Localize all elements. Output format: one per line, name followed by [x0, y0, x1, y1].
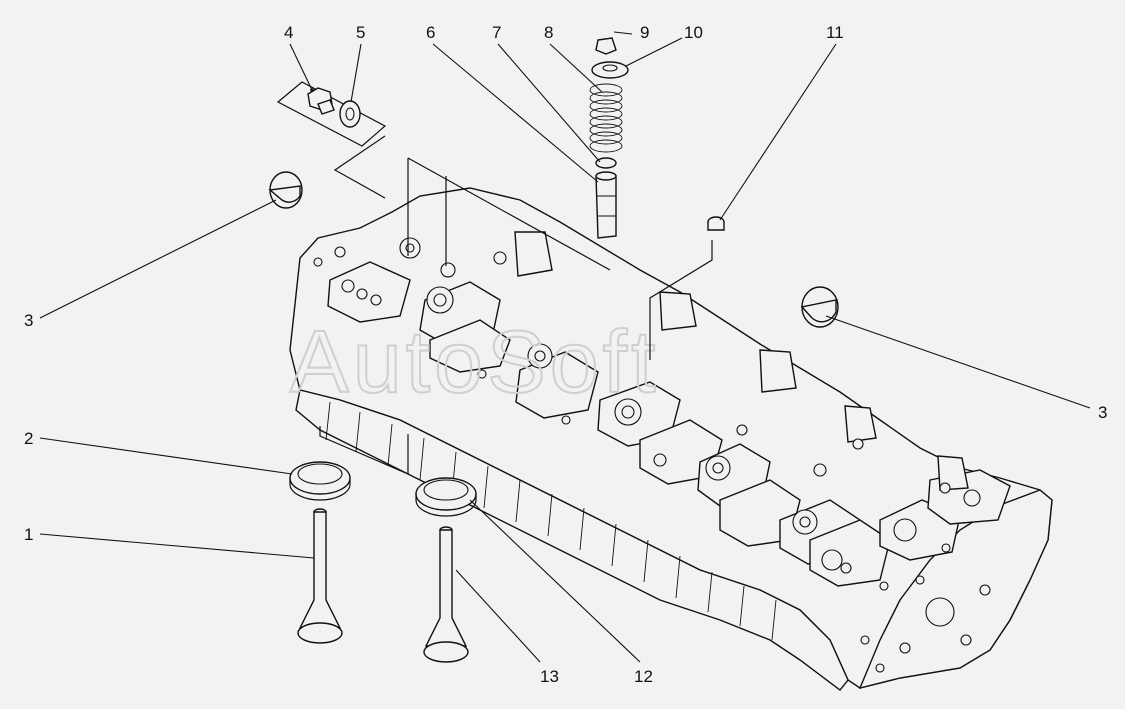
callout-3-right: 3 — [1098, 403, 1107, 422]
part-10-spring-retainer — [591, 61, 629, 79]
callout-12: 12 — [634, 667, 653, 686]
part-5-washer — [339, 100, 361, 128]
part-3-plug-right — [800, 286, 839, 328]
callout-11: 11 — [826, 23, 844, 42]
callout-labels: 1 2 3 3 4 5 6 7 8 9 10 11 12 13 — [24, 23, 1107, 686]
callout-10: 10 — [684, 23, 703, 42]
callout-5: 5 — [356, 23, 365, 42]
callout-6: 6 — [426, 23, 435, 42]
part-12-valve-seat-insert — [415, 477, 477, 517]
callout-9: 9 — [640, 23, 649, 42]
cylinder-head — [289, 187, 1053, 691]
callout-3-left: 3 — [24, 311, 33, 330]
part-6-valve-guide — [595, 171, 617, 239]
part-8-valve-spring — [589, 83, 623, 153]
callout-4: 4 — [284, 23, 293, 42]
part-1-valve — [297, 508, 343, 644]
part-4-plug-bolt — [307, 87, 335, 115]
part-3-plug-left — [268, 171, 303, 209]
part-9-valve-collet — [595, 37, 617, 55]
assembly-guide-lines — [276, 81, 713, 475]
part-11-valve-stem-seal — [707, 216, 725, 231]
part-13-valve — [423, 526, 469, 663]
callout-2: 2 — [24, 429, 33, 448]
part-2-valve-seat-insert — [289, 461, 351, 501]
leader-lines — [39, 31, 1091, 663]
callout-8: 8 — [544, 23, 553, 42]
callout-13: 13 — [540, 667, 559, 686]
callout-7: 7 — [492, 23, 501, 42]
watermark: AutoSoft — [290, 312, 660, 411]
callout-1: 1 — [24, 525, 33, 544]
deck-features — [313, 231, 1011, 591]
part-7-seal-ring — [595, 157, 617, 169]
